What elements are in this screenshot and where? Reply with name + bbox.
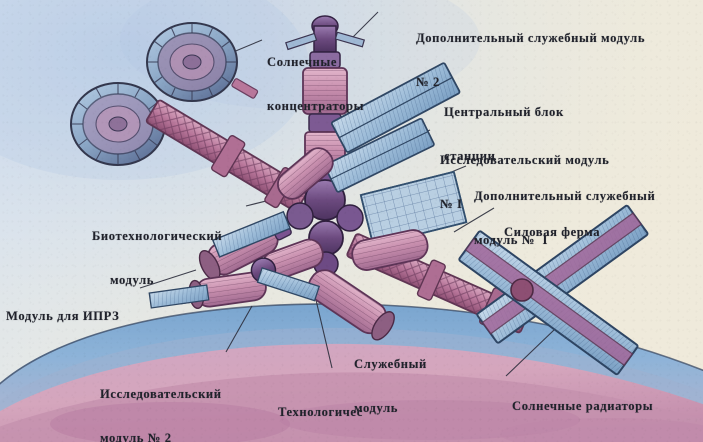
technology-module xyxy=(307,269,395,341)
label-line-2: № 2 xyxy=(416,74,440,89)
label-line-2: концентраторы xyxy=(267,98,365,113)
solar-array-upper xyxy=(330,62,461,153)
label-line-2: модуль xyxy=(110,272,155,287)
label-biotech-module: Биотехнологический модуль xyxy=(92,200,222,317)
label-solar-radiators: Солнечные радиаторы xyxy=(512,370,653,442)
label-line-2: модуль № I xyxy=(474,232,549,247)
label-line-1: Солнечные радиаторы xyxy=(512,399,654,414)
label-line-1: Биотехнологический xyxy=(92,229,223,244)
label-power-truss: Силовая ферма xyxy=(504,196,600,269)
label-line-1: Исследовательский xyxy=(100,387,222,402)
label-research-module-1: Исследовательский модуль № I xyxy=(440,124,609,241)
label-service-module: Служебный модуль xyxy=(354,328,427,442)
label-technology-module: Технологичес кий модуль xyxy=(278,376,363,442)
label-line-1: Модуль для ИПРЗ xyxy=(6,309,120,324)
earth-limb xyxy=(0,303,703,442)
label-line-2: модуль xyxy=(354,400,399,415)
aux-service-module-1 xyxy=(277,147,334,200)
solar-radiator-panels xyxy=(458,204,649,376)
label-line-1: Технологичес xyxy=(278,405,363,420)
label-research-module-2: Исследовательский модуль № 2 xyxy=(100,358,222,442)
service-module xyxy=(351,229,429,271)
label-line-2: станции xyxy=(444,148,496,163)
label-line-1: Солнечные xyxy=(267,55,338,70)
research-grid-panel xyxy=(359,170,468,247)
lower-array-wings xyxy=(148,210,321,309)
label-aux-service-module-1: Дополнительный служебный модуль № I xyxy=(474,160,655,277)
label-line-1: Дополнительный служебный xyxy=(474,189,656,204)
label-solar-concentrators: Солнечные концентраторы xyxy=(267,26,364,143)
solar-concentrator-upper xyxy=(146,22,238,102)
label-iprz-module: Модуль для ИПРЗ xyxy=(6,280,119,353)
label-line-1: Исследовательский модуль xyxy=(440,153,610,168)
label-line-2: № I xyxy=(440,196,463,211)
solar-array-mid xyxy=(324,117,435,193)
label-line-2: модуль № 2 xyxy=(100,430,172,442)
label-line-1: Силовая ферма xyxy=(504,225,601,240)
label-line-1: Служебный xyxy=(354,357,427,372)
label-central-block: Центральный блок станции xyxy=(444,76,564,193)
label-line-1: Центральный блок xyxy=(444,105,564,120)
central-station-core xyxy=(285,15,366,277)
label-aux-service-module-2: Дополнительный служебный модуль № 2 xyxy=(416,2,645,119)
label-line-1: Дополнительный служебный модуль xyxy=(416,31,646,46)
